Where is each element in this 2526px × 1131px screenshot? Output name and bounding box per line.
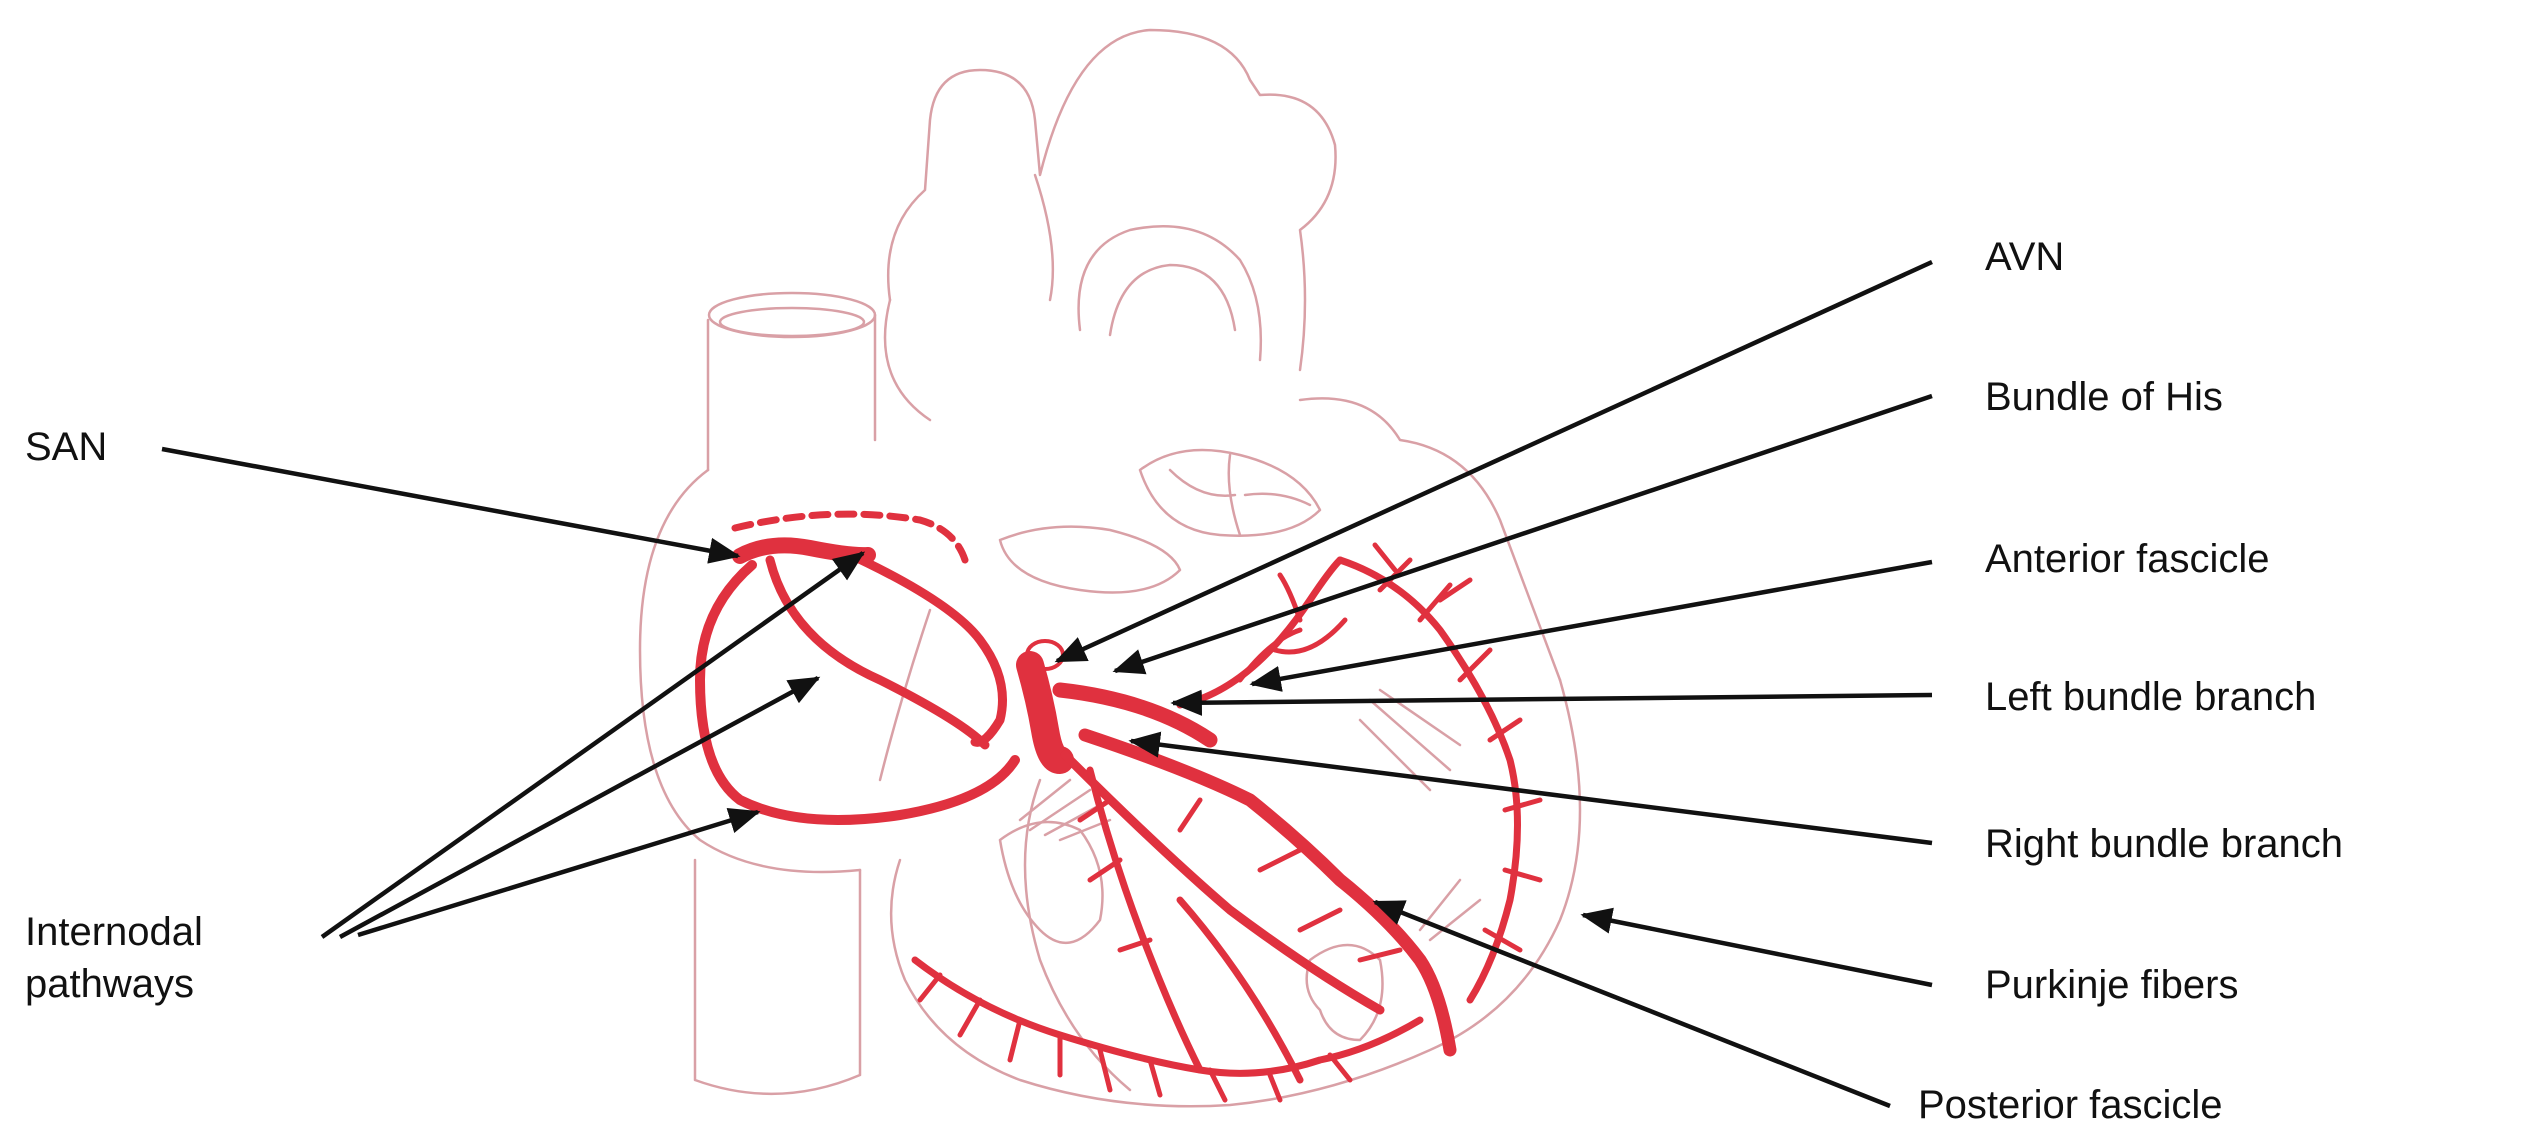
internodal-posterior — [700, 565, 1015, 820]
label-purkinje-fibers: Purkinje fibers — [1985, 963, 2238, 1007]
superior-vena-cava-rim — [720, 308, 864, 336]
ventricle-outline — [891, 680, 1580, 1106]
left-bundle-branch-pointer — [1173, 695, 1932, 703]
bundle-of-his-pointer — [1115, 396, 1932, 671]
label-posterior-fascicle: Posterior fascicle — [1918, 1083, 2223, 1127]
mitral-valve — [1000, 527, 1180, 593]
internodal-pointer-3 — [358, 812, 758, 935]
right-atrium-outline — [640, 470, 860, 872]
label-bundle-of-his: Bundle of His — [1985, 375, 2223, 419]
right-bundle-branch-pointer — [1131, 741, 1932, 843]
heart-outline — [640, 30, 1580, 1106]
internodal-pointer-1 — [322, 553, 863, 937]
papillary-muscles — [1000, 822, 1383, 1040]
label-internodal-line2: pathways — [25, 962, 194, 1006]
valve-cusps — [1140, 450, 1320, 536]
internodal-anterior — [840, 550, 1003, 742]
inferior-vena-cava — [695, 860, 860, 1094]
pulmonary-trunk — [1079, 226, 1261, 360]
label-san: SAN — [25, 425, 107, 469]
purkinje-fibers-pointer — [1583, 915, 1932, 985]
right-bundle-branch — [1085, 735, 1450, 1050]
labels: SAN AVN Bundle of His Anterior fascicle … — [25, 235, 2343, 1127]
aortic-root — [885, 175, 1053, 420]
aorta — [888, 30, 1335, 370]
label-avn: AVN — [1985, 235, 2064, 279]
label-internodal-line1: Internodal — [25, 910, 203, 954]
anterior-fascicle-pointer — [1252, 562, 1932, 684]
conduction-system — [700, 514, 1540, 1100]
posterior-fascicle-pointer — [1375, 902, 1890, 1106]
internodal-middle — [770, 560, 985, 745]
lower-purkinje — [915, 960, 1420, 1073]
san-pointer — [162, 449, 738, 556]
label-anterior-fascicle: Anterior fascicle — [1985, 537, 2270, 581]
label-right-bundle-branch: Right bundle branch — [1985, 822, 2343, 866]
bundle-of-his — [1030, 665, 1060, 760]
label-left-bundle-branch: Left bundle branch — [1985, 675, 2316, 719]
superior-vena-cava — [708, 315, 875, 470]
avn-pointer — [1057, 262, 1932, 661]
